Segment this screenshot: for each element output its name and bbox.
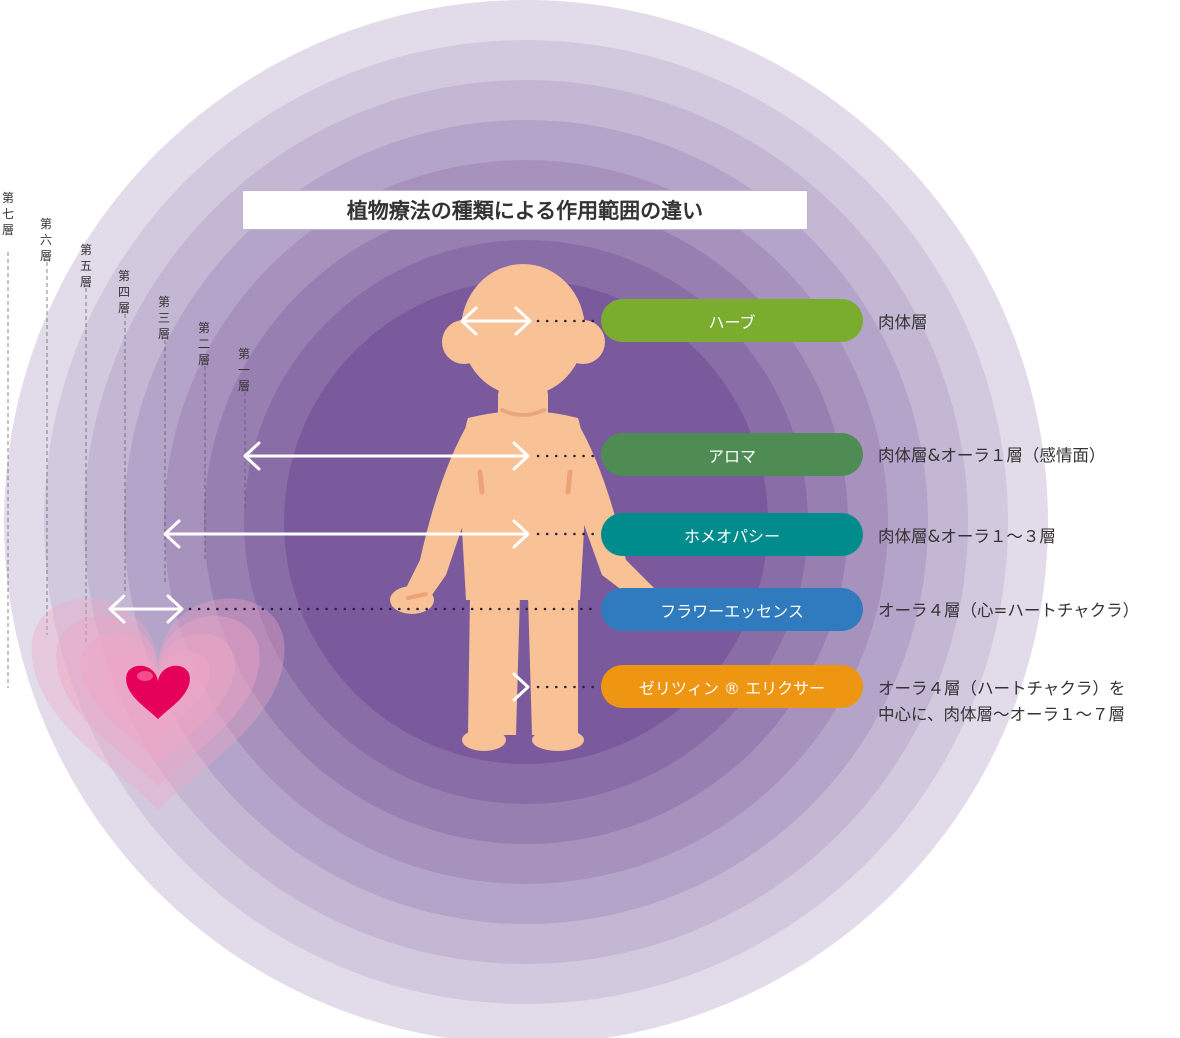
remedy-herb-label: ハーブ — [708, 312, 756, 332]
layer-label-1: 第一層 — [237, 347, 250, 393]
figure-part — [462, 729, 506, 751]
remedy-flower-essence-description: オーラ４層（心=ハートチャクラ） — [878, 598, 1139, 624]
remedy-homeopathy-pill: ホメオパシー — [601, 513, 863, 556]
arrow-head-right — [166, 594, 184, 624]
remedy-aroma-label: アロマ — [707, 446, 756, 466]
double-arrow-icon — [243, 441, 530, 471]
remedy-flower-essence-pill: フラワーエッセンス — [601, 588, 863, 631]
description-line: 中心に、肉体層～オーラ１～７層 — [878, 705, 1126, 724]
arrow-head-right — [514, 306, 532, 336]
double-arrow-icon — [30, 672, 530, 702]
figure-part — [468, 595, 520, 735]
heart-highlight — [137, 671, 153, 681]
description-line: オーラ４層（心=ハートチャクラ） — [878, 601, 1140, 620]
range-arrows — [30, 306, 532, 702]
remedy-homeopathy-label: ホメオパシー — [683, 526, 780, 546]
title-box: 植物療法の種類による作用範囲の違い — [242, 190, 808, 230]
figure-part — [528, 595, 578, 735]
figure-part — [406, 592, 428, 600]
layer-label-7: 第七層 — [1, 191, 14, 237]
double-arrow-icon — [108, 594, 184, 624]
double-arrow-icon — [163, 519, 530, 549]
figure-part — [532, 729, 584, 751]
arrow-head-right — [512, 672, 530, 702]
layer-guides — [7, 252, 246, 688]
remedy-zelitsin-pill: ゼリツィン ® エリクサー — [601, 665, 863, 708]
figure-part — [565, 469, 573, 495]
arrow-head-right — [512, 441, 530, 471]
human-figure-icon — [390, 264, 656, 751]
arrow-head-left — [108, 594, 126, 624]
layer-label-3: 第三層 — [157, 295, 170, 341]
page-title: 植物療法の種類による作用範囲の違い — [346, 199, 704, 223]
figure-part — [461, 264, 585, 396]
arrow-head-left — [163, 519, 181, 549]
remedy-herb-pill: ハーブ — [601, 299, 863, 342]
arrow-head-left — [460, 306, 478, 336]
layer-label-6: 第六層 — [39, 217, 52, 263]
remedy-aroma-description: 肉体層&オーラ１層（感情面） — [878, 443, 1105, 469]
description-line: 肉体層&オーラ１層（感情面） — [878, 446, 1106, 465]
heart-icon — [126, 665, 190, 720]
remedy-homeopathy-description: 肉体層&オーラ１～３層 — [878, 524, 1056, 550]
arrow-head-left — [243, 441, 261, 471]
remedy-zelitsin-description: オーラ４層（ハートチャクラ）を 中心に、肉体層～オーラ１～７層 — [878, 676, 1125, 728]
remedy-zelitsin-label: ゼリツィン ® エリクサー — [638, 678, 826, 698]
figure-part — [477, 469, 485, 495]
description-line: 肉体層 — [878, 313, 928, 332]
figure-part — [568, 420, 656, 604]
arrow-head-right — [512, 519, 530, 549]
remedy-flower-essence-label: フラワーエッセンス — [660, 601, 804, 621]
remedy-herb-description: 肉体層 — [878, 310, 928, 336]
connector-dots — [188, 319, 600, 689]
layer-label-2: 第二層 — [197, 321, 210, 367]
remedy-aroma-pill: アロマ — [601, 433, 863, 476]
description-line: オーラ４層（ハートチャクラ）を — [878, 679, 1126, 698]
description-line: 肉体層&オーラ１～３層 — [878, 527, 1056, 546]
layer-label-4: 第四層 — [117, 269, 130, 315]
figure-part — [461, 411, 585, 600]
layer-label-5: 第五層 — [79, 243, 92, 289]
double-arrow-icon — [460, 306, 532, 336]
figure-part — [500, 408, 546, 417]
figure-part — [400, 420, 478, 612]
